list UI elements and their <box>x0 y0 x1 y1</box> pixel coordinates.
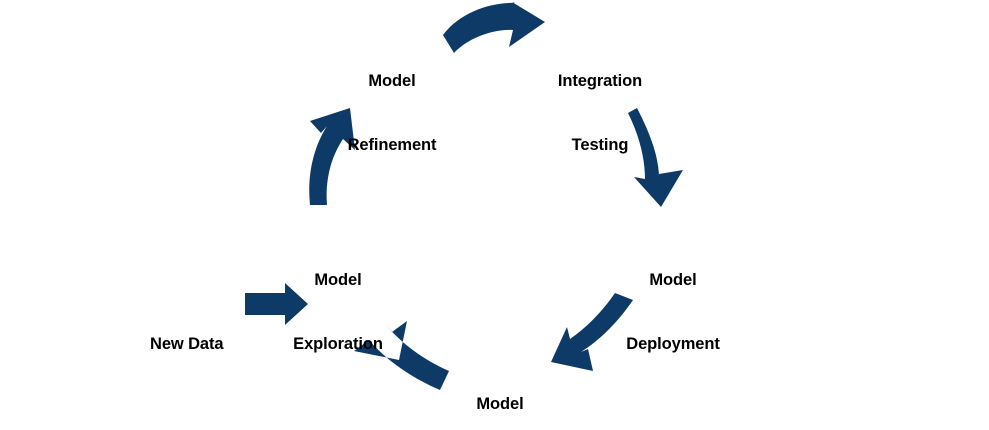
node-label-line-2: Deployment <box>626 334 720 353</box>
node-label-integration-testing: Integration Testing <box>558 29 642 198</box>
node-label-line-2: Refinement <box>347 135 437 154</box>
node-label-model-exploration: Model Exploration <box>293 228 383 397</box>
arrow-testing-to-deployment-icon <box>628 108 683 207</box>
node-label-model-refinement: Model Refinement <box>348 29 437 198</box>
node-label-model-deployment: Model Deployment <box>626 228 720 397</box>
arrow-exploration-to-refinement-icon <box>309 108 355 205</box>
node-label-line-1: Model <box>649 271 697 290</box>
node-label-line-2: Exploration <box>293 334 383 353</box>
arrow-deployment-to-monitoring-icon <box>551 293 633 371</box>
node-label-line-1: Integration <box>557 72 643 91</box>
arrow-monitoring-to-exploration-icon <box>354 321 449 390</box>
arrow-refinement-to-testing-icon <box>443 2 545 53</box>
node-label-line-1: Model <box>368 72 416 91</box>
node-label-model-monitoring: Model Monitoring <box>458 352 542 430</box>
node-label-line-1: Model <box>314 271 362 290</box>
node-label-line-1: New Data <box>150 335 224 354</box>
arrow-new-data-to-exploration-icon <box>245 283 308 325</box>
node-label-line-2: Testing <box>571 135 629 154</box>
node-label-line-1: Model <box>476 395 524 414</box>
node-label-new-data: New Data <box>150 292 224 398</box>
